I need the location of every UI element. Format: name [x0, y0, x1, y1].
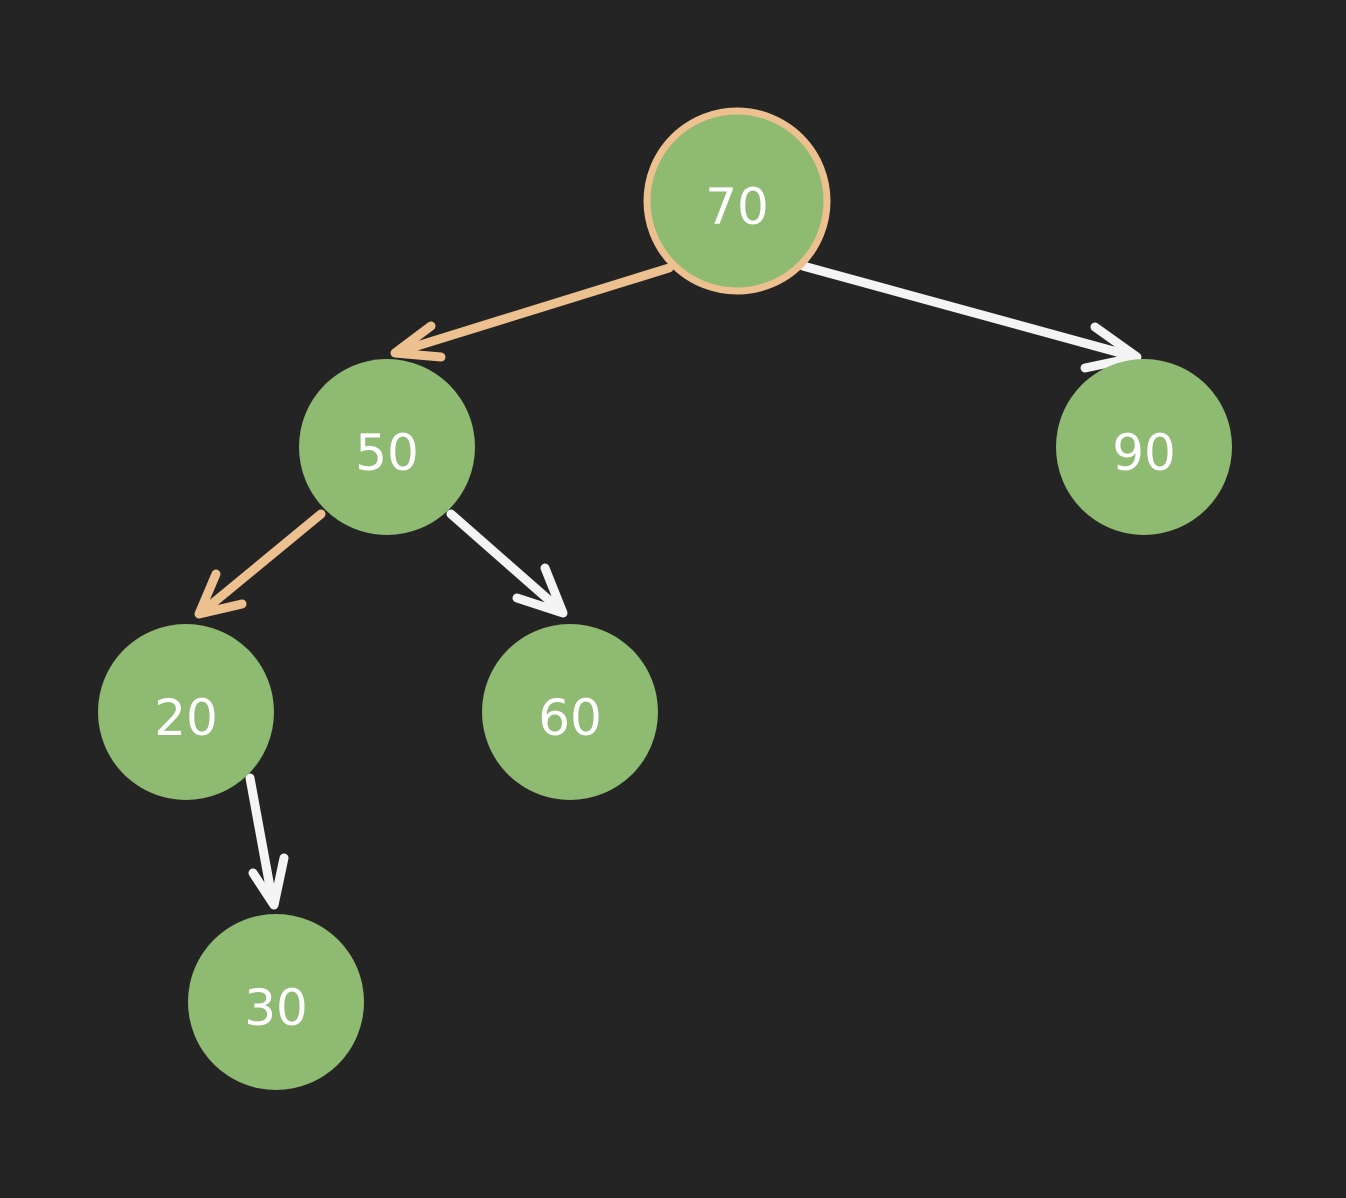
node-label: 50: [355, 424, 419, 482]
tree-node-90: 90: [1056, 359, 1232, 535]
arrowhead: [390, 321, 446, 362]
arrowhead: [1080, 322, 1142, 373]
node-label: 60: [538, 689, 602, 747]
edge-50-to-60: [446, 509, 568, 618]
arrowhead: [248, 853, 289, 910]
node-label: 20: [154, 689, 218, 747]
node-label: 30: [244, 979, 308, 1037]
edge-70-to-50: [390, 263, 674, 362]
edge-70-to-90: [798, 261, 1142, 373]
tree-node-20: 20: [98, 624, 274, 800]
tree-nodes: 70 50 90 20 60 30: [98, 107, 1232, 1090]
tree-node-60: 60: [482, 624, 658, 800]
node-label: 90: [1112, 424, 1176, 482]
tree-edges: [194, 261, 1142, 910]
tree-node-70: 70: [643, 107, 831, 295]
node-label: 70: [705, 178, 769, 236]
edge-20-to-30: [245, 773, 289, 910]
tree-node-30: 30: [188, 914, 364, 1090]
arrowhead: [512, 563, 568, 618]
arrowhead: [194, 569, 247, 619]
tree-node-50: 50: [299, 359, 475, 535]
edge-50-to-20: [194, 509, 326, 619]
